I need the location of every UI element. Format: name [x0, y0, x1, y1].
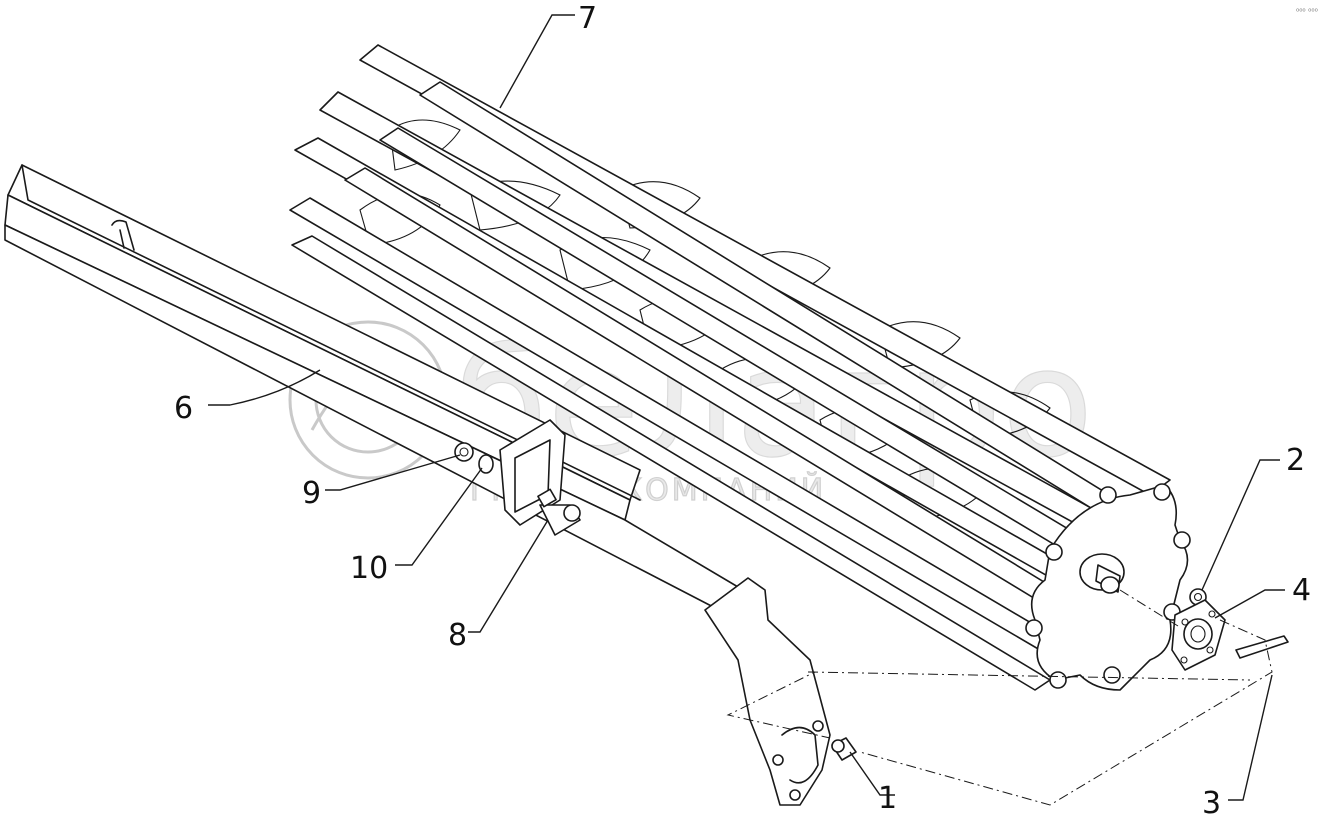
part-1-bolt: [831, 737, 857, 761]
part-8-bolt: [537, 488, 557, 508]
callout-8: 8: [448, 618, 467, 653]
leader-lines: [208, 14, 1285, 801]
leader-4: [1214, 589, 1285, 619]
part-7-cage-roller: [289, 44, 1191, 691]
leader-6: [208, 369, 321, 406]
corner-mark: ⁰⁰⁰ ⁰⁰⁰: [1296, 7, 1318, 16]
roller-longitudinal-bars: [289, 44, 1171, 691]
callout-1: 1: [878, 781, 897, 816]
callout-7: 7: [578, 1, 597, 36]
leader-2: [1201, 459, 1280, 591]
leader-10: [395, 467, 483, 566]
callout-10: 10: [350, 551, 388, 586]
part-3-pin: [1235, 635, 1289, 659]
assembly-lines: [726, 589, 1273, 806]
part-6-frame-beam: [4, 164, 831, 806]
callout-3: 3: [1202, 786, 1221, 821]
leader-9: [325, 454, 461, 491]
part-4-flange-bearing: [1171, 599, 1226, 671]
callout-2: 2: [1286, 443, 1305, 478]
leader-3: [1228, 674, 1273, 801]
part-9-nut: [454, 442, 474, 462]
callout-labels: 1 2 3 4 6 7 8 9 10: [174, 1, 1311, 821]
callout-9: 9: [302, 476, 321, 511]
leader-1: [849, 751, 895, 796]
roller-end-disc: [1025, 483, 1191, 691]
callout-6: 6: [174, 391, 193, 426]
callout-4: 4: [1292, 573, 1311, 608]
leader-7: [499, 14, 575, 109]
leader-8: [468, 519, 549, 633]
